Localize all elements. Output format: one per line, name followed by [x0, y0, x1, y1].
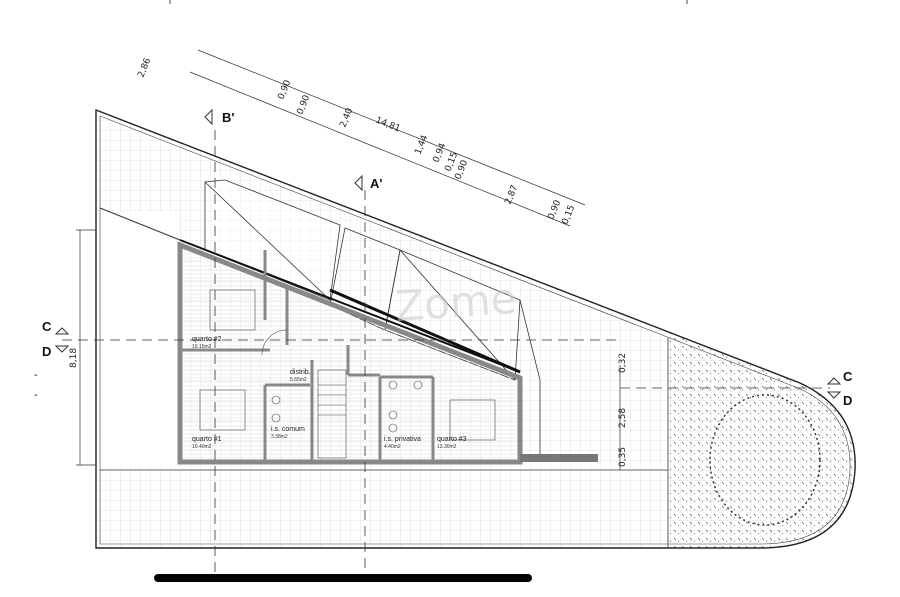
- dimension-value: 0,90: [277, 79, 294, 102]
- dimension-value: 2,87: [504, 184, 521, 206]
- section-marker-right: C D: [826, 369, 853, 408]
- plot-boundary: [95, 108, 856, 549]
- dimension-left: 8,18: [69, 229, 96, 466]
- dimension-value: 2,86: [137, 57, 154, 80]
- dimension-value: 2,40: [339, 107, 356, 130]
- dimension-value: 1,44: [414, 134, 431, 157]
- section-lines: [62, 130, 830, 575]
- dimension-value: 0,90: [296, 94, 313, 117]
- room-area: 4.40m2: [384, 444, 401, 450]
- section-label: D: [843, 393, 852, 408]
- building: [177, 239, 598, 465]
- room-area: 10.15m2: [192, 344, 212, 350]
- section-label: A': [370, 176, 382, 191]
- section-label: C: [42, 319, 52, 334]
- dimension-right: 0,32 2,58 0,35: [618, 353, 628, 470]
- terrace-edge: [99, 207, 181, 241]
- room-area: 5.65m2: [290, 377, 307, 383]
- dimension-value: 0,15: [561, 204, 578, 226]
- room-name: i.s. comum: [271, 426, 305, 433]
- room-name: quarto #1: [192, 436, 222, 443]
- room-area: 10.40m2: [192, 444, 212, 450]
- room-name: quarto #2: [192, 336, 222, 343]
- room-area: 13.30m2: [437, 444, 457, 450]
- room-name: quarto #3: [437, 436, 467, 443]
- roof-outline: [204, 179, 541, 456]
- room-name: i.s. privativa: [384, 436, 421, 443]
- dimension-value: 2,58: [618, 408, 628, 428]
- room-name: distrib.: [290, 369, 311, 376]
- side-mark: -: [34, 390, 38, 401]
- dimension-value: 8,18: [69, 348, 79, 368]
- section-marker-a: A': [354, 174, 382, 192]
- section-label: B': [222, 110, 234, 125]
- section-marker-b: B': [204, 108, 234, 126]
- section-label: D: [42, 344, 51, 359]
- section-marker-left: C D: [42, 319, 70, 359]
- room-area: 3.38m2: [271, 434, 288, 440]
- dimension-value: 0,35: [618, 447, 628, 467]
- dimension-total: 14,81: [374, 116, 402, 135]
- room-labels: quarto #2 10.15m2 quarto #1 10.40m2 dist…: [192, 336, 467, 450]
- tree-canopy: [709, 394, 821, 526]
- watermark: Zome: [394, 274, 518, 331]
- section-label: C: [843, 369, 853, 384]
- dimension-value: 0,94: [432, 142, 449, 165]
- dimension-value: 0,90: [547, 199, 564, 222]
- inner-boundary: [99, 115, 851, 545]
- dimension-value: 0,32: [618, 353, 628, 373]
- side-mark: -: [34, 370, 38, 381]
